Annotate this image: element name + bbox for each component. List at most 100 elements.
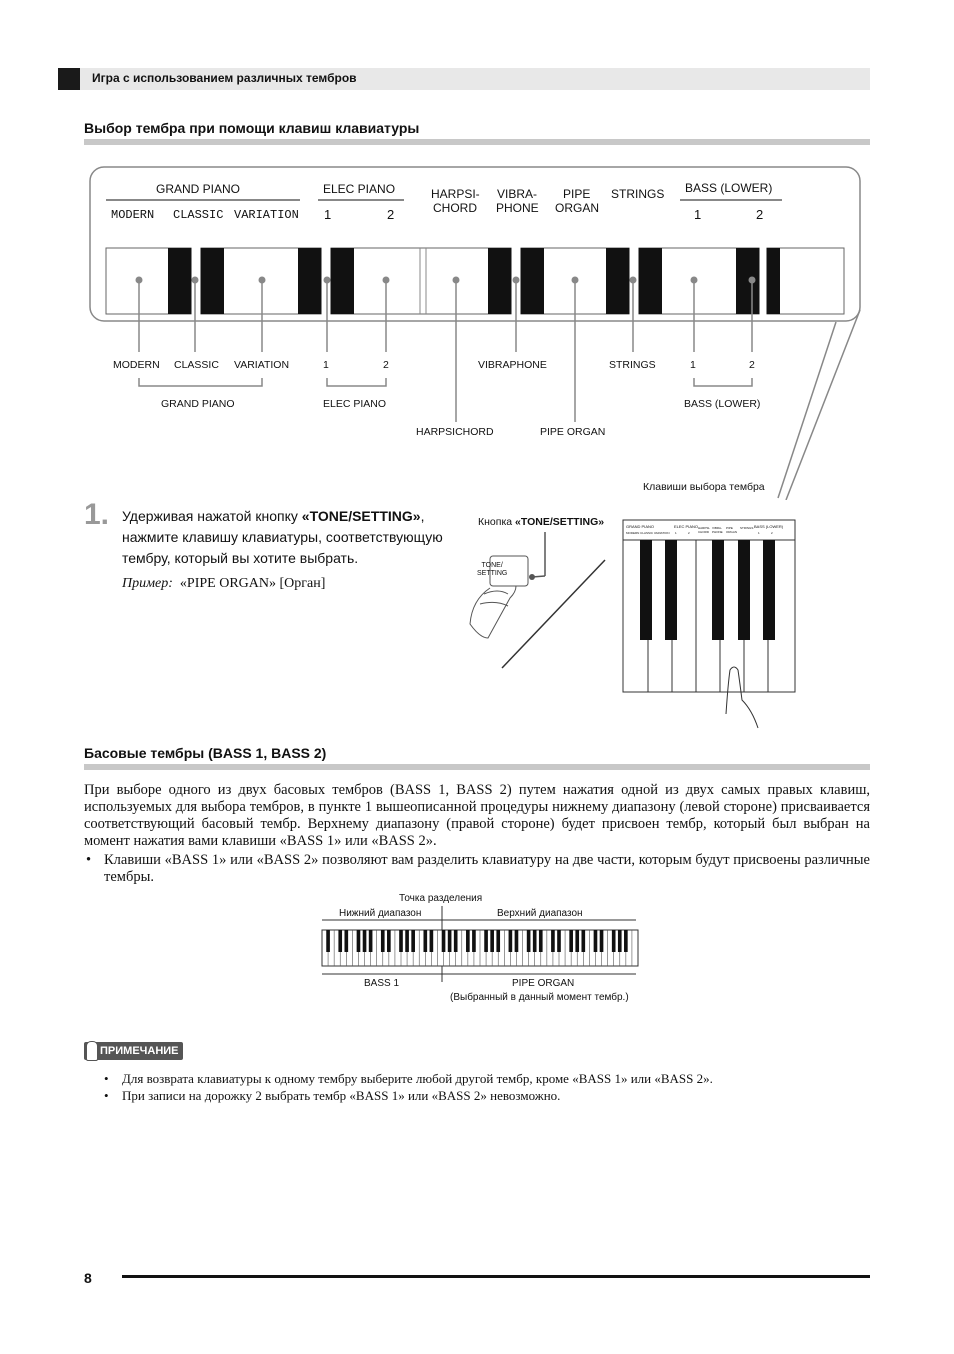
callout-variation: VARIATION	[234, 359, 290, 371]
split-point-label: Точка разделения	[399, 893, 483, 904]
panel-label-modern: MODERN	[111, 208, 155, 222]
callout-grand-piano: GRAND PIANO	[161, 398, 235, 410]
callout-ep-2: 2	[383, 359, 389, 371]
split-black-key	[387, 930, 391, 952]
mini-panel-strings: STRINGS	[740, 526, 754, 530]
pipe-organ-label: PIPE ORGAN	[512, 978, 575, 989]
panel-label-organ: ORGAN	[555, 201, 600, 215]
tone-keys-diagram	[89, 166, 861, 500]
mini-panel-elec-piano: ELEC PIANO	[674, 524, 699, 529]
step-example: Пример: «PIPE ORGAN» [Орган]	[122, 576, 326, 591]
page-number: 8	[84, 1270, 92, 1286]
split-black-key	[326, 930, 330, 952]
panel-label-grand-piano: GRAND PIANO	[156, 182, 241, 196]
split-black-key	[624, 930, 628, 952]
split-black-key	[411, 930, 415, 952]
white-key-dividers	[419, 248, 427, 314]
panel-label-ep-2: 2	[387, 207, 395, 222]
callout-pipe-organ: PIPE ORGAN	[540, 426, 606, 438]
split-black-key	[441, 930, 446, 952]
note-icon	[86, 1041, 98, 1061]
note-badge: ПРИМЕЧАНИЕ	[84, 1042, 183, 1060]
split-black-key	[472, 930, 476, 952]
callout-ep-1: 1	[323, 359, 329, 371]
section-header-title: Игра с использованием различных тембров	[92, 71, 357, 85]
step-figure	[469, 519, 796, 729]
callout-bass-2: 2	[749, 359, 755, 371]
split-black-key	[496, 930, 501, 952]
split-black-key	[399, 930, 403, 952]
black-keys	[168, 248, 780, 314]
mini-panel-harpsichord: HARPSI- CHORD	[698, 526, 711, 534]
split-black-key	[569, 930, 573, 952]
split-black-key	[380, 930, 385, 952]
callout-classic: CLASSIC	[174, 359, 219, 371]
mini-panel-modern-classic-variation: MODERN CLASSIC VARIATION	[626, 531, 670, 535]
panel-outline	[89, 166, 861, 322]
panel-label-classic: CLASSIC	[173, 208, 224, 222]
mini-panel-ep-2: 2	[688, 531, 690, 535]
callout-strings: STRINGS	[609, 359, 656, 371]
split-black-key	[532, 930, 537, 952]
panel-label-vibra: VIBRA-	[497, 187, 538, 201]
panel-label-harpsi: HARPSI-	[431, 187, 480, 201]
section2-title: Басовые тембры (BASS 1, BASS 2)	[84, 745, 327, 761]
section1-title: Выбор тембра при помощи клавиш клавиатур…	[84, 120, 420, 136]
note-item: При записи на дорожку 2 выбрать тембр «B…	[100, 1087, 880, 1104]
split-black-key	[581, 930, 586, 952]
mini-panel-pipe-organ: PIPE ORGAN	[726, 526, 738, 534]
split-black-key	[466, 930, 470, 952]
callout-modern: MODERN	[113, 359, 160, 371]
footer-rule	[122, 1275, 870, 1278]
split-black-key	[508, 930, 513, 952]
upper-range-label: Верхний диапазон	[497, 908, 583, 919]
note-item: Для возврата клавиатуры к одному тембру …	[100, 1070, 880, 1087]
section2-bullet: •Клавиши «BASS 1» или «BASS 2» позволяют…	[86, 852, 870, 885]
panel-label-bass-2: 2	[756, 207, 764, 222]
split-black-key	[593, 930, 598, 952]
split-black-key	[514, 930, 519, 952]
split-black-key	[484, 930, 488, 952]
split-black-key	[575, 930, 580, 952]
bass1-label: BASS 1	[364, 978, 400, 989]
lower-range-label: Нижний диапазон	[339, 908, 422, 919]
split-black-key	[599, 930, 604, 952]
section2-paragraph: При выборе одного из двух басовых тембро…	[84, 782, 870, 849]
fig-keys-label: Клавиши выбора тембра	[643, 481, 765, 493]
note-list: Для возврата клавиатуры к одному тембру …	[100, 1070, 880, 1104]
callout-bass-lower: BASS (LOWER)	[684, 398, 761, 410]
split-black-key	[490, 930, 494, 952]
mini-panel-bass-lower: BASS (LOWER)	[754, 524, 784, 529]
panel-label-chord: CHORD	[433, 201, 477, 215]
panel-label-bass-lower: BASS (LOWER)	[685, 181, 773, 195]
fig-button-label: Кнопка «TONE/SETTING»	[478, 516, 605, 528]
mini-panel-bass-1: 1	[758, 531, 760, 535]
section-header-bar	[58, 68, 870, 90]
panel-label-pipe: PIPE	[563, 187, 591, 201]
mini-panel-ep-1: 1	[675, 531, 677, 535]
split-black-key	[447, 930, 452, 952]
split-black-key	[405, 930, 409, 952]
split-black-key	[362, 930, 367, 952]
panel-label-elec-piano: ELEC PIANO	[323, 182, 396, 196]
panel-label-bass-1: 1	[694, 207, 702, 222]
callout-harpsichord: HARPSICHORD	[416, 426, 494, 438]
panel-label-ep-1: 1	[324, 207, 332, 222]
section1-underline	[84, 139, 870, 145]
mini-panel-grand-piano: GRAND PIANO	[626, 524, 655, 529]
split-black-key	[338, 930, 343, 952]
callout-elec-piano: ELEC PIANO	[323, 398, 387, 410]
split-black-key	[551, 930, 555, 952]
split-black-key	[429, 930, 434, 952]
panel-label-phone: PHONE	[496, 201, 539, 215]
split-black-key	[356, 930, 361, 952]
step-number: 1.	[84, 498, 110, 531]
fig-tone-button: TONE/SETTING	[477, 562, 508, 577]
callout-bass-1: 1	[690, 359, 696, 371]
callout-vibraphone: VIBRAPHONE	[478, 359, 547, 371]
split-black-key	[344, 930, 349, 952]
mini-panel-vibraphone: VIBRA- PHONE	[712, 526, 723, 534]
split-black-key	[617, 930, 622, 952]
split-black-key	[538, 930, 543, 952]
split-black-key	[526, 930, 531, 952]
